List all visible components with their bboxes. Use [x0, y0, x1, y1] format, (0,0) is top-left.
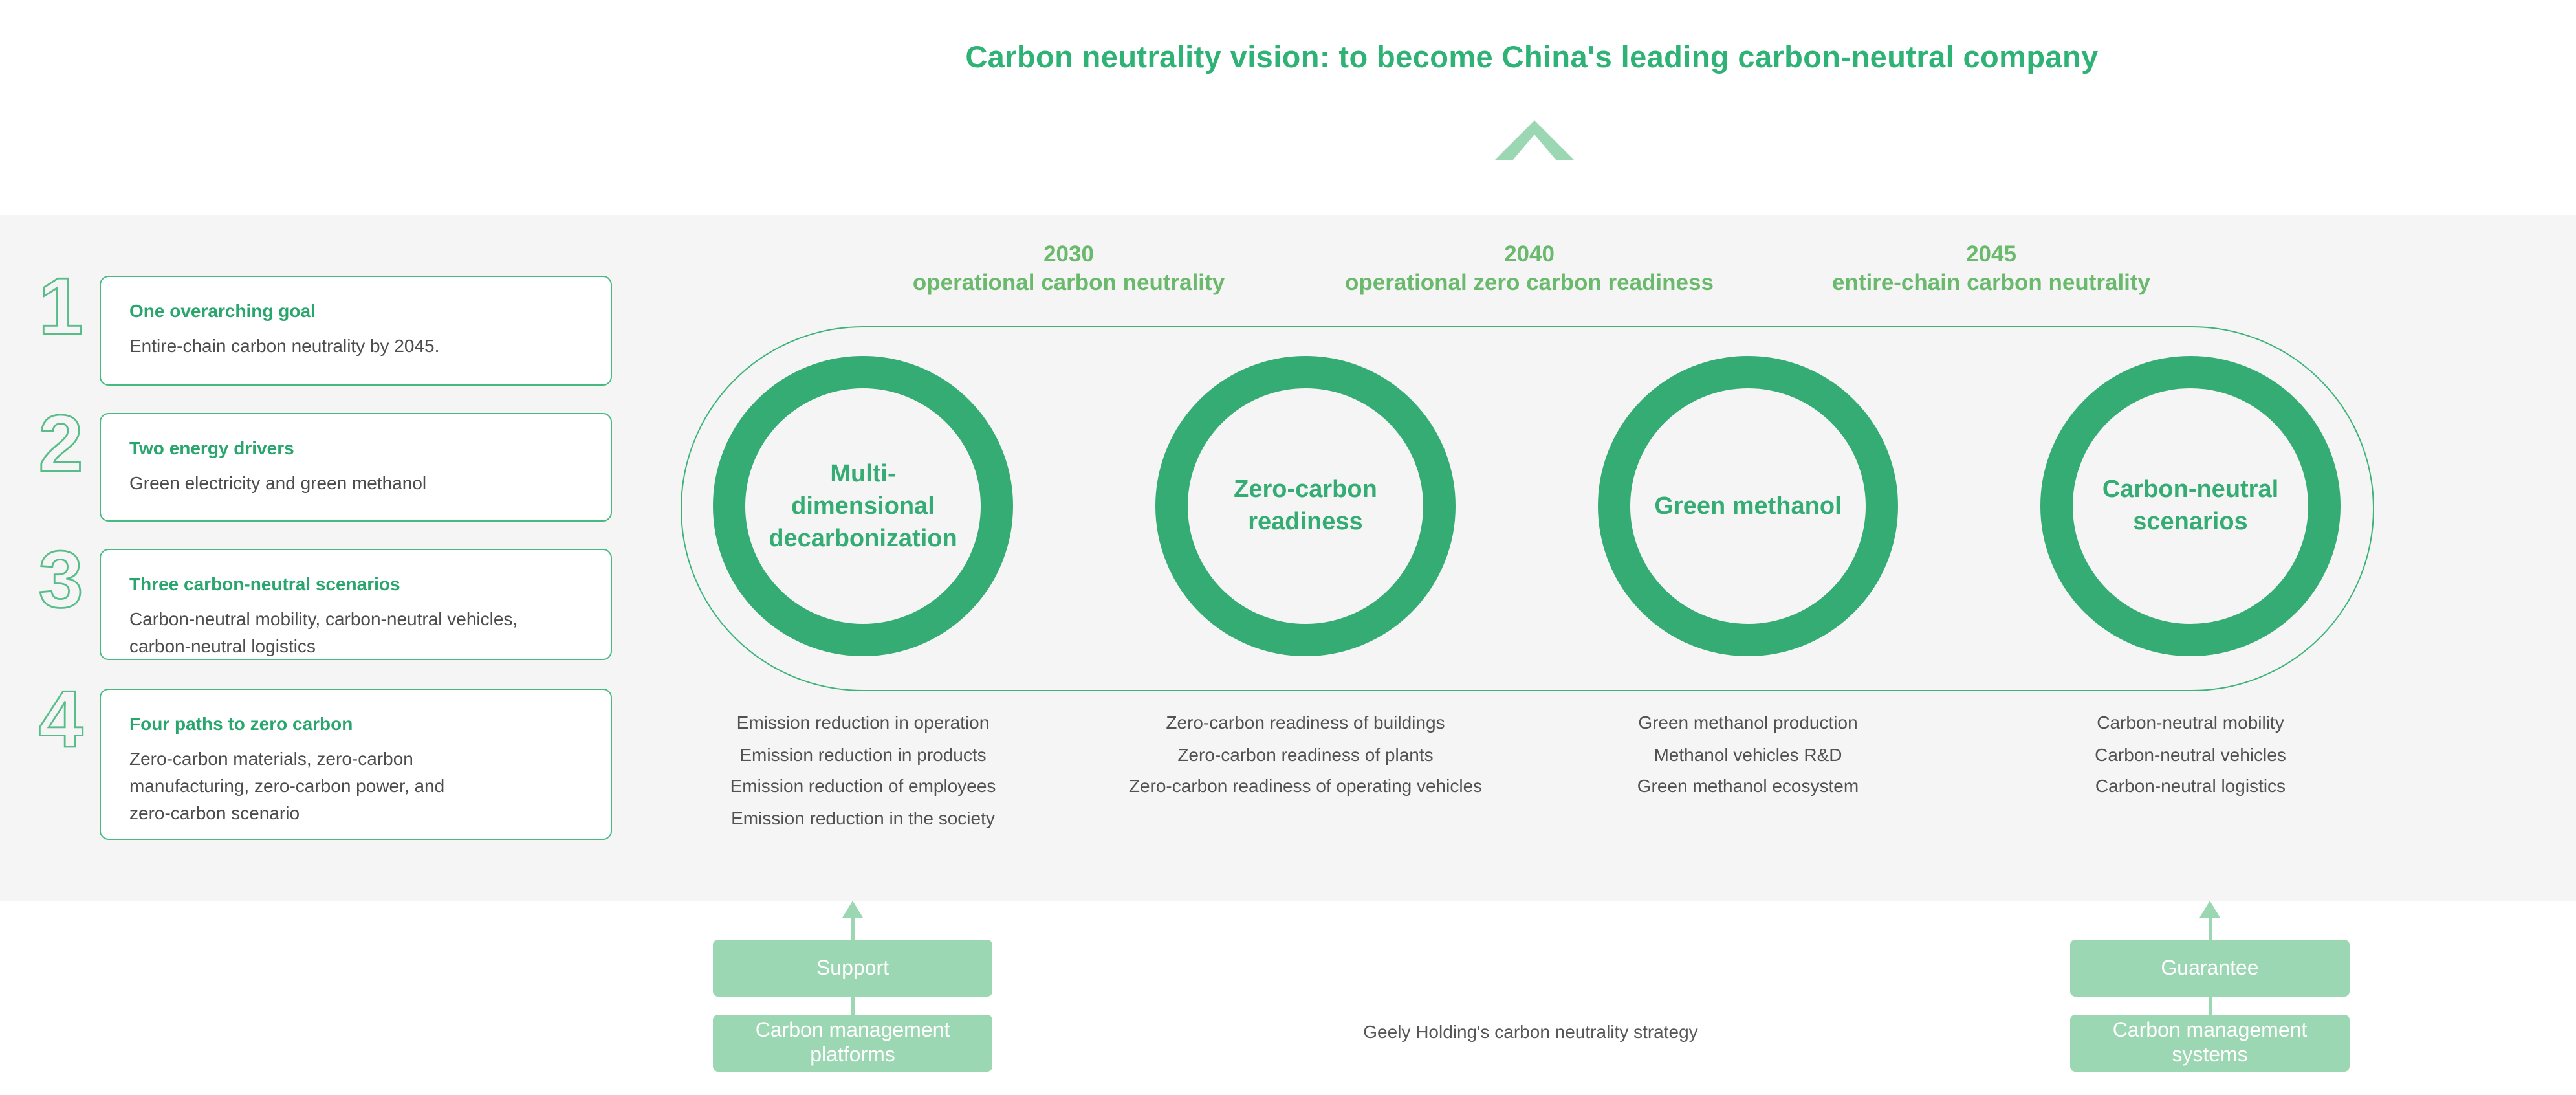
milestone-2045: 2045 entire-chain carbon neutrality: [1668, 241, 2315, 296]
milestone-year: 2030: [1043, 241, 1094, 267]
pillar-circle-decarbonization: Multi- dimensional decarbonization: [713, 356, 1013, 656]
list-item: Zero-carbon readiness of plants: [1177, 744, 1434, 764]
up-arrow-shaft: [2209, 916, 2212, 941]
carbon-management-platforms-box: Carbon management platforms: [713, 1015, 992, 1072]
list-item: Zero-carbon readiness of operating vehic…: [1128, 775, 1483, 796]
list-item: Emission reduction in the society: [731, 807, 995, 828]
milestone-label: entire-chain carbon neutrality: [1831, 269, 2151, 294]
milestone-year: 2045: [1966, 241, 2016, 267]
milestone-2040: 2040 operational zero carbon readiness: [1206, 241, 1853, 296]
up-arrow-icon: [842, 901, 863, 918]
timeline-pill-outline: [681, 326, 2374, 691]
milestone-year: 2040: [1504, 241, 1555, 267]
pillar-circle-label: Green methanol: [1654, 492, 1842, 520]
goal-body: Green electricity and green methanol: [129, 472, 427, 493]
figure-caption: Geely Holding's carbon neutrality strate…: [1363, 1021, 1698, 1042]
pillar-circle-label: Zero-carbon readiness: [1234, 476, 1377, 536]
support-box: Support: [713, 940, 992, 997]
goal-body: Carbon-neutral mobility, carbon-neutral …: [129, 608, 518, 656]
pillar-circle-zero-carbon-readiness: Zero-carbon readiness: [1155, 356, 1456, 656]
pillar-circle-carbon-neutral-scenarios: Carbon-neutral scenarios: [2040, 356, 2341, 656]
list-item: Green methanol ecosystem: [1637, 775, 1859, 796]
up-arrow-icon: [2199, 901, 2220, 918]
chevron-up-icon: [1494, 120, 1575, 160]
milestone-2030: 2030 operational carbon neutrality: [745, 241, 1392, 296]
goal-number-3: 3: [38, 536, 84, 625]
list-item: Emission reduction in operation: [736, 712, 990, 733]
up-arrow-shaft: [851, 916, 855, 941]
list-item: Emission reduction of employees: [730, 775, 996, 796]
list-item: Methanol vehicles R&D: [1654, 744, 1842, 764]
list-item: Carbon-neutral vehicles: [2095, 744, 2286, 764]
goal-card-2: Two energy drivers Green electricity and…: [100, 413, 612, 522]
list-item: Zero-carbon readiness of buildings: [1166, 712, 1445, 733]
milestone-label: operational zero carbon readiness: [1345, 269, 1714, 294]
goal-card-4: Four paths to zero carbon Zero-carbon ma…: [100, 689, 612, 840]
goal-card-3: Three carbon-neutral scenarios Carbon-ne…: [100, 549, 612, 660]
goal-heading: Three carbon-neutral scenarios: [129, 573, 400, 594]
goal-number-4: 4: [38, 676, 84, 765]
carbon-management-systems-box: Carbon management systems: [2070, 1015, 2350, 1072]
pillar-circle-label: Multi- dimensional decarbonization: [769, 460, 957, 552]
page-title: Carbon neutrality vision: to become Chin…: [965, 40, 2099, 74]
goal-card-1: One overarching goal Entire-chain carbon…: [100, 276, 612, 386]
list-item: Carbon-neutral mobility: [2097, 712, 2284, 733]
goal-heading: Two energy drivers: [129, 437, 294, 458]
goal-body: Entire-chain carbon neutrality by 2045.: [129, 335, 440, 356]
list-item: Green methanol production: [1638, 712, 1858, 733]
goal-body: Zero-carbon materials, zero-carbon manuf…: [129, 748, 445, 823]
list-item: Carbon-neutral logistics: [2095, 775, 2286, 796]
pillar-circle-green-methanol: Green methanol: [1598, 356, 1898, 656]
pillar-circle-label: Carbon-neutral scenarios: [2102, 476, 2279, 536]
goal-number-1: 1: [38, 263, 84, 352]
goal-number-2: 2: [38, 400, 84, 489]
milestone-label: operational carbon neutrality: [912, 269, 1225, 294]
connector-line: [2209, 997, 2212, 1015]
goal-heading: One overarching goal: [129, 300, 316, 321]
connector-line: [851, 997, 855, 1015]
guarantee-box: Guarantee: [2070, 940, 2350, 997]
goal-heading: Four paths to zero carbon: [129, 713, 353, 734]
list-item: Emission reduction in products: [739, 744, 987, 764]
